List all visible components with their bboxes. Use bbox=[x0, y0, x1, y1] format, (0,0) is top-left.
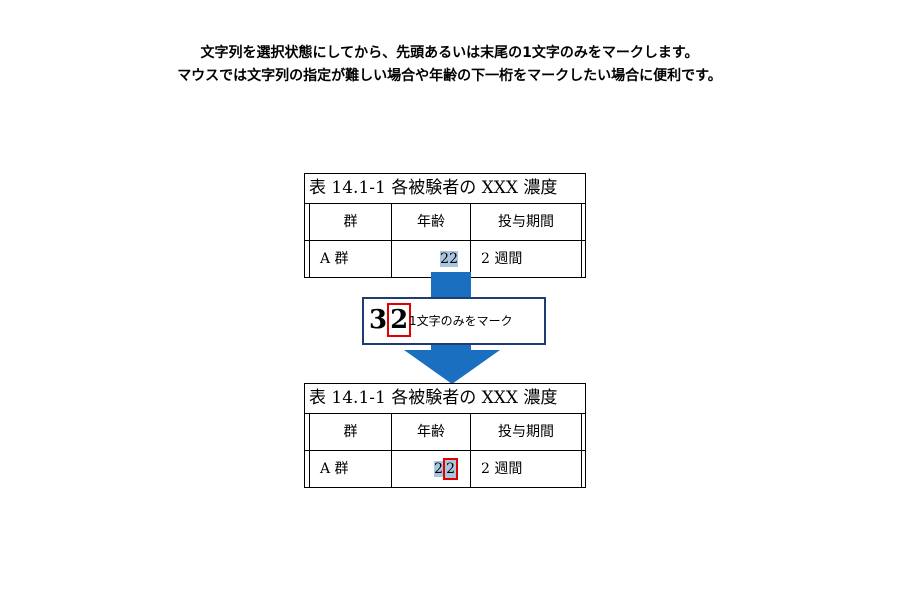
cell-period: 2 週間 bbox=[471, 241, 582, 277]
header-period: 投与期間 bbox=[471, 414, 582, 450]
digit-marked: 2 bbox=[387, 303, 412, 337]
down-arrow-icon bbox=[404, 350, 500, 384]
cell-group: A 群 bbox=[309, 451, 392, 487]
header-age: 年齢 bbox=[392, 204, 471, 240]
cell-age[interactable]: 22 bbox=[392, 241, 471, 277]
table-header-row: 群 年齢 投与期間 bbox=[305, 414, 585, 450]
down-arrow-stem bbox=[431, 272, 471, 298]
header-group: 群 bbox=[309, 414, 392, 450]
table-row: A 群 22 2 週間 bbox=[305, 240, 585, 277]
digit-plain: 3 bbox=[369, 305, 388, 335]
table-header-row: 群 年齢 投与期間 bbox=[305, 204, 585, 240]
instruction-line-2: マウスでは文字列の指定が難しい場合や年齢の下一桁をマークしたい場合に便利です。 bbox=[177, 68, 722, 84]
table-title: 表 14.1-1 各被験者の XXX 濃度 bbox=[305, 384, 585, 414]
selected-text[interactable]: 2 bbox=[434, 461, 444, 477]
selected-text[interactable]: 22 bbox=[440, 251, 458, 267]
before-table-panel: 表 14.1-1 各被験者の XXX 濃度 群 年齢 投与期間 A 群 22 2… bbox=[304, 173, 586, 278]
marked-character[interactable]: 2 bbox=[443, 458, 458, 480]
table: 群 年齢 投与期間 A 群 22 2 週間 bbox=[305, 204, 585, 277]
header-period: 投与期間 bbox=[471, 204, 582, 240]
instruction-line-1: 文字列を選択状態にしてから、先頭あるいは末尾の1文字のみをマークします。 bbox=[200, 45, 699, 61]
cell-period: 2 週間 bbox=[471, 451, 582, 487]
cell-group: A 群 bbox=[309, 241, 392, 277]
header-group: 群 bbox=[309, 204, 392, 240]
callout-label: 1文字のみをマーク bbox=[409, 314, 513, 328]
header-age: 年齢 bbox=[392, 414, 471, 450]
table-title: 表 14.1-1 各被験者の XXX 濃度 bbox=[305, 174, 585, 204]
